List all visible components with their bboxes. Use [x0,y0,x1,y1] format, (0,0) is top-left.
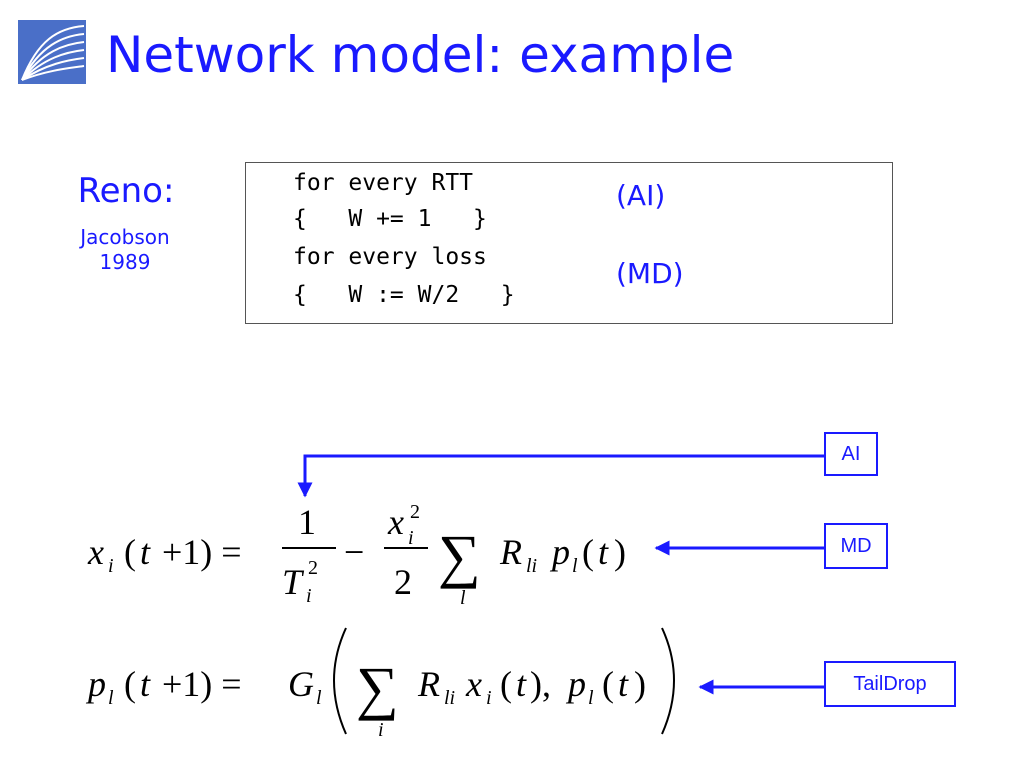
svg-text:t: t [618,664,629,704]
svg-text:i: i [408,527,414,549]
network-logo-icon [18,20,86,84]
tag-md: MD [824,523,888,569]
svg-text:),: ), [530,664,551,704]
svg-text:t: t [598,532,609,572]
svg-text:t: t [140,532,151,572]
reno-year: 1989 [99,250,151,274]
svg-text:1: 1 [298,502,316,542]
svg-text:R: R [499,532,522,572]
svg-text:R: R [417,664,440,704]
reno-author: Jacobson [80,225,170,249]
svg-text:l: l [588,687,594,709]
svg-text:(: ( [602,664,614,704]
slide-title: Network model: example [106,26,735,84]
svg-text:−: − [344,532,364,572]
svg-text:): ) [634,664,646,704]
svg-text:li: li [444,687,455,709]
reno-citation: Jacobson 1989 [60,225,190,275]
svg-text:∑: ∑ [438,523,481,589]
code-line-3: for every loss [293,244,487,270]
svg-text:p: p [549,532,570,572]
svg-text:l: l [316,687,322,709]
svg-text:li: li [526,555,537,577]
svg-text:t: t [140,664,151,704]
svg-text:2: 2 [308,557,318,579]
svg-text:(: ( [124,664,136,704]
svg-text:∑: ∑ [356,655,399,721]
md-annotation: (MD) [616,257,684,290]
svg-text:(: ( [124,532,136,572]
pseudocode-box [245,162,893,324]
svg-text:+1) =: +1) = [162,664,242,704]
svg-text:x: x [465,664,482,704]
reno-label: Reno: [77,171,175,211]
svg-text:2: 2 [410,501,420,523]
tag-taildrop: TailDrop [824,661,956,707]
svg-text:(: ( [500,664,512,704]
svg-text:l: l [572,555,578,577]
svg-text:l: l [108,687,114,709]
svg-text:G: G [288,664,314,704]
svg-text:+1) =: +1) = [162,532,242,572]
svg-text:2: 2 [394,562,412,602]
svg-text:p: p [565,664,586,704]
ai-arrow [297,454,826,498]
svg-text:i: i [486,687,492,709]
svg-text:t: t [516,664,527,704]
svg-text:i: i [378,719,384,741]
ai-annotation: (AI) [616,179,666,212]
svg-text:i: i [108,555,114,577]
svg-text:x: x [87,532,104,572]
svg-text:T: T [282,562,305,602]
svg-text:l: l [460,587,466,609]
svg-text:x: x [387,502,404,542]
code-line-2: { W += 1 } [293,206,487,232]
tag-ai: AI [824,432,878,476]
svg-text:): ) [614,532,626,572]
svg-text:p: p [85,664,106,704]
code-line-1: for every RTT [293,170,474,196]
code-line-4: { W := W/2 } [293,282,515,308]
svg-text:i: i [306,585,312,607]
svg-text:(: ( [582,532,594,572]
